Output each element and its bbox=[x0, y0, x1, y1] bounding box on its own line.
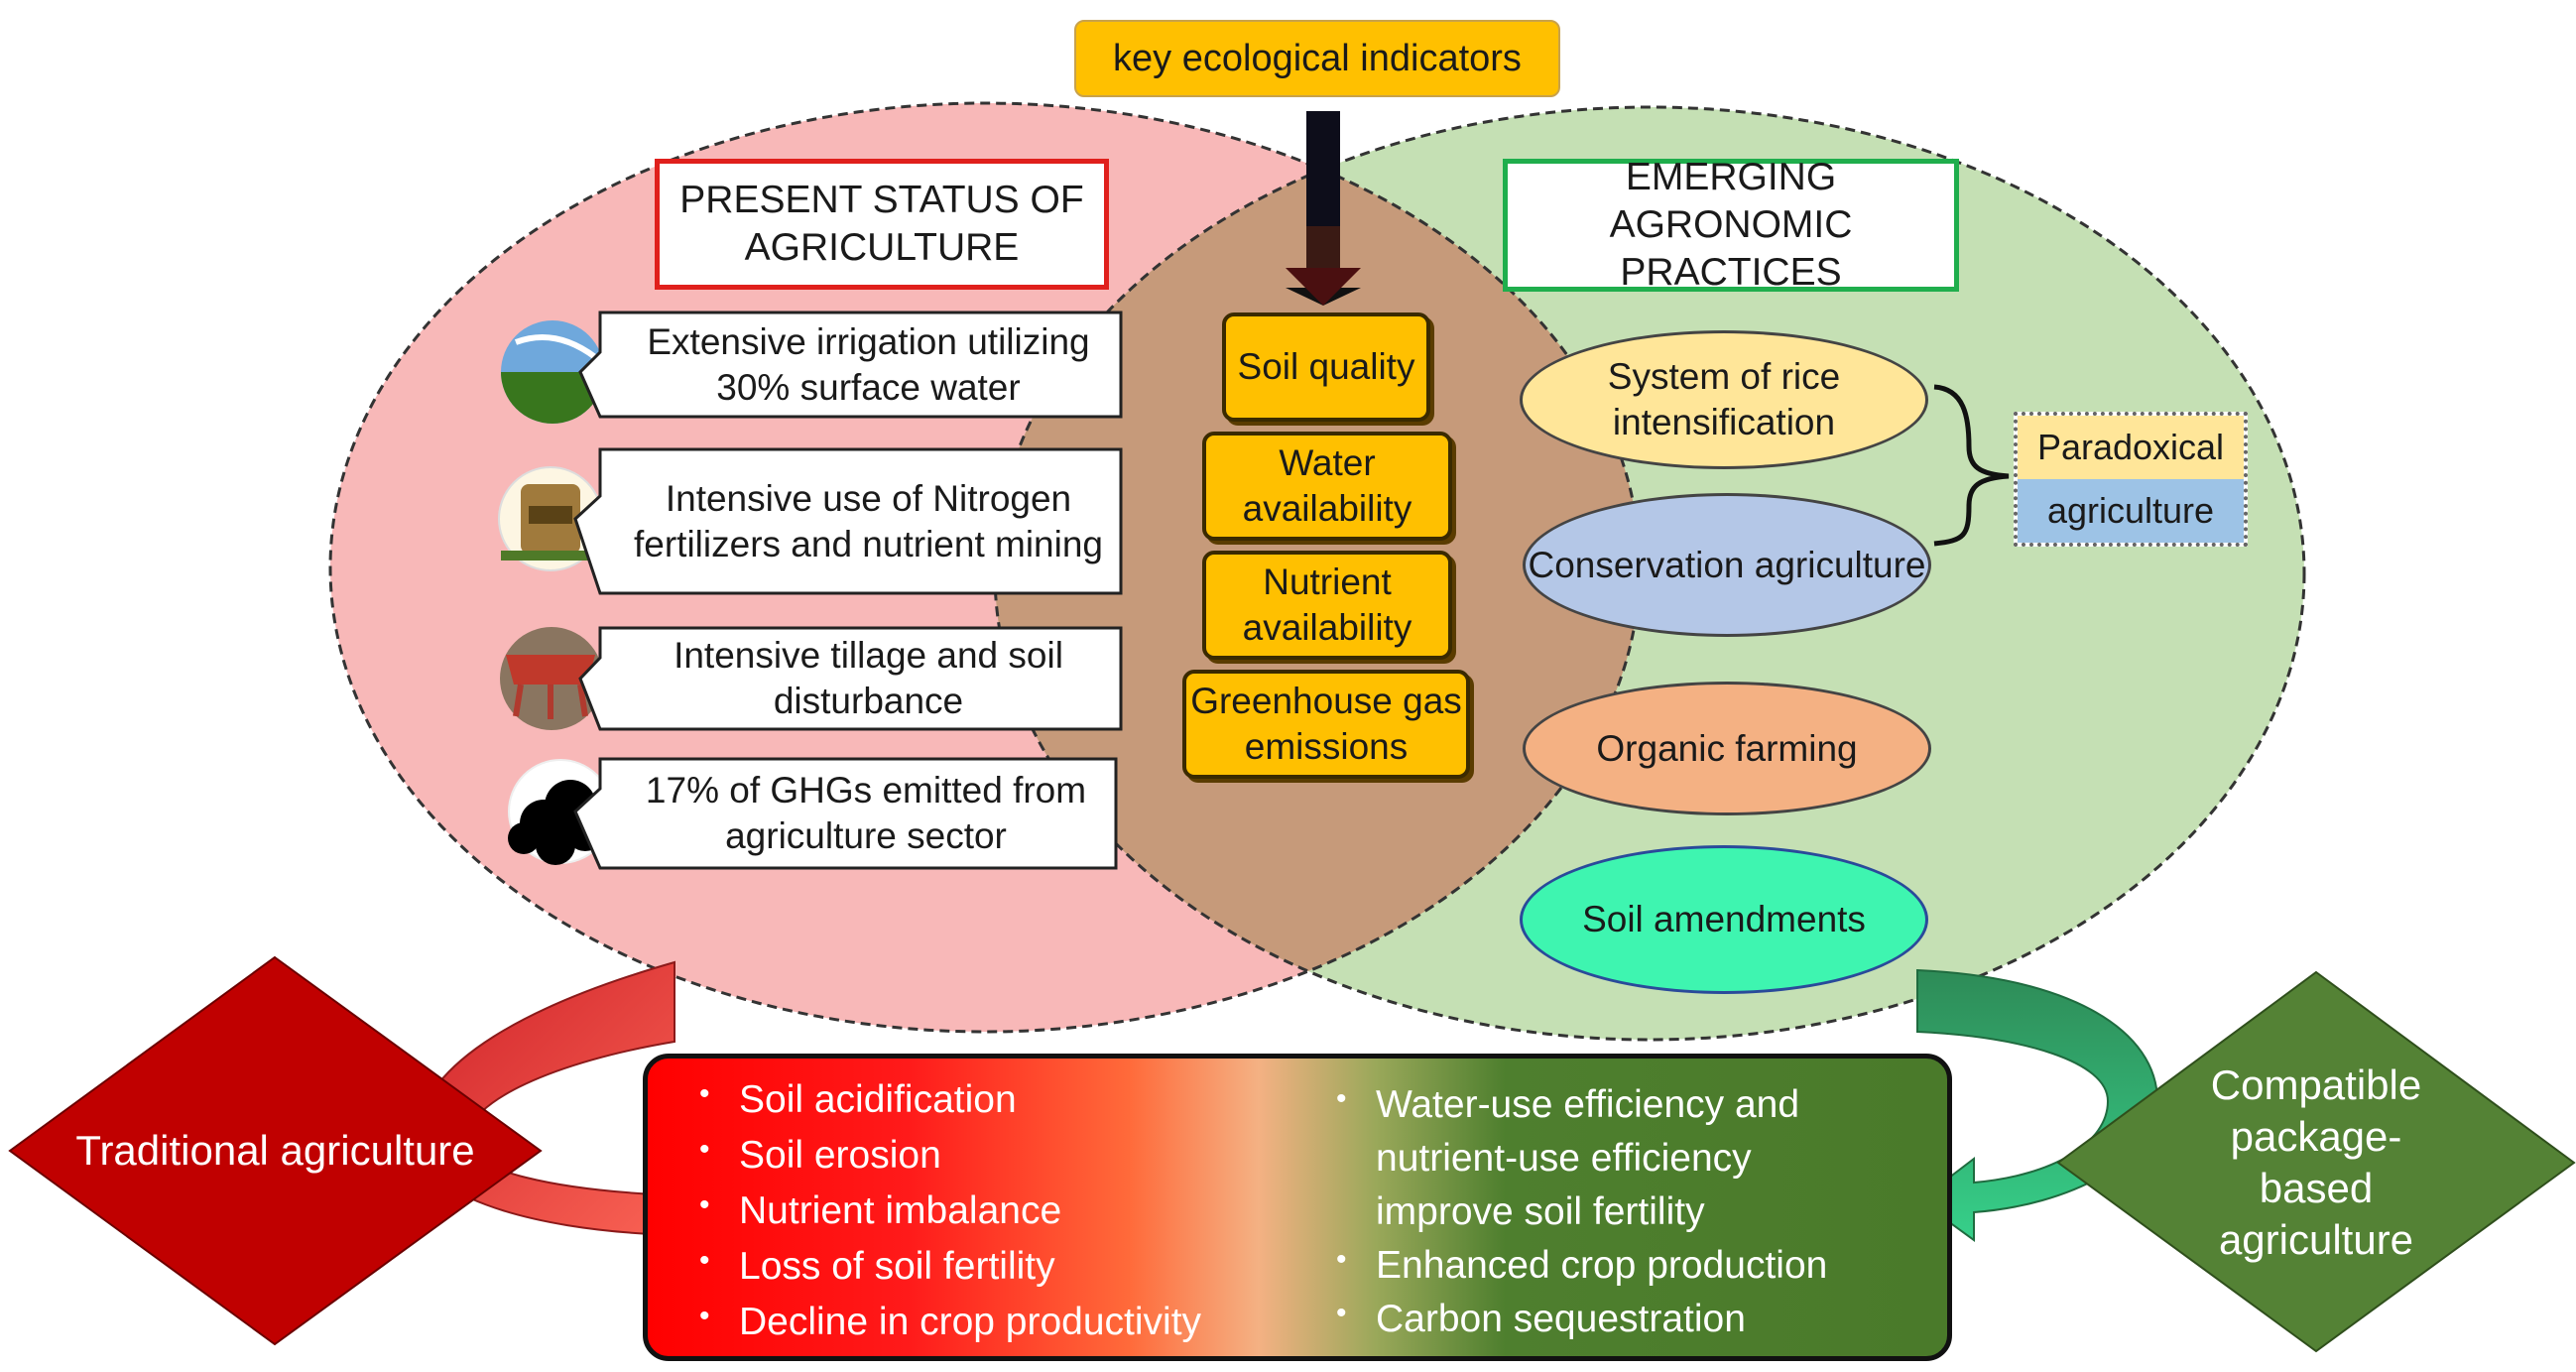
negative-outcome: Soil acidification bbox=[687, 1066, 1302, 1128]
irrigation-photo-icon bbox=[501, 320, 604, 424]
paradoxical-brace bbox=[1933, 384, 2010, 547]
positive-outcome: Carbon sequestration bbox=[1324, 1287, 1880, 1346]
practice-organic-farming: Organic farming bbox=[1523, 682, 1931, 815]
positive-outcome: Enhanced crop production bbox=[1324, 1233, 1880, 1293]
positive-outcome: Water-use efficiency and nutrient-use ef… bbox=[1324, 1072, 1880, 1239]
traditional-agriculture-label: Traditional agriculture bbox=[75, 1127, 475, 1174]
present-status-item: Intensive tillage and soil disturbance bbox=[674, 635, 1063, 721]
negative-outcomes-list: Soil acidification Soil erosion Nutrient… bbox=[687, 1066, 1302, 1350]
negative-outcome: Loss of soil fertility bbox=[687, 1233, 1302, 1295]
tillage-machine-icon bbox=[500, 627, 603, 730]
positive-outcomes-list: Water-use efficiency and nutrient-use ef… bbox=[1324, 1072, 1880, 1346]
callout-shape-3 bbox=[578, 626, 1123, 731]
indicator-soil-quality: Soil quality bbox=[1222, 312, 1430, 422]
key-indicators-box: key ecological indicators bbox=[1074, 20, 1560, 97]
present-status-header: PRESENT STATUS OF AGRICULTURE bbox=[655, 159, 1109, 290]
callout-shape-2 bbox=[573, 447, 1123, 595]
present-status-item: 17% of GHGs emitted from agriculture sec… bbox=[645, 770, 1087, 856]
practice-conservation-agriculture: Conservation agriculture bbox=[1523, 493, 1931, 637]
traditional-diamond bbox=[8, 955, 543, 1346]
emerging-practices-header: EMERGING AGRONOMIC PRACTICES bbox=[1503, 156, 1959, 294]
negative-outcome: Soil erosion bbox=[687, 1122, 1302, 1184]
negative-outcome: Nutrient imbalance bbox=[687, 1178, 1302, 1239]
practice-rice-intensification: System of rice intensification bbox=[1520, 330, 1928, 469]
indicator-nutrient-availability: Nutrient availability bbox=[1202, 551, 1452, 660]
negative-outcome: Decline in crop productivity bbox=[687, 1289, 1302, 1350]
paradoxical-label: Paradoxical bbox=[2018, 416, 2244, 479]
indicator-water-availability: Water availability bbox=[1202, 432, 1452, 541]
callout-shape-4 bbox=[573, 757, 1118, 870]
compatible-agriculture-label: Compatible package-based agriculture bbox=[2210, 1061, 2422, 1263]
callout-shape-1 bbox=[578, 311, 1123, 419]
indicator-greenhouse-gas: Greenhouse gas emissions bbox=[1182, 670, 1470, 779]
paradoxical-agriculture-label: agriculture bbox=[2018, 479, 2244, 543]
outcomes-box: Soil acidification Soil erosion Nutrient… bbox=[643, 1054, 1952, 1361]
compatible-diamond bbox=[2056, 970, 2576, 1353]
present-status-item: Extensive irrigation utilizing 30% surfa… bbox=[647, 320, 1090, 408]
practice-soil-amendments: Soil amendments bbox=[1520, 845, 1928, 994]
present-status-item: Intensive use of Nitrogen fertilizers an… bbox=[634, 477, 1103, 564]
